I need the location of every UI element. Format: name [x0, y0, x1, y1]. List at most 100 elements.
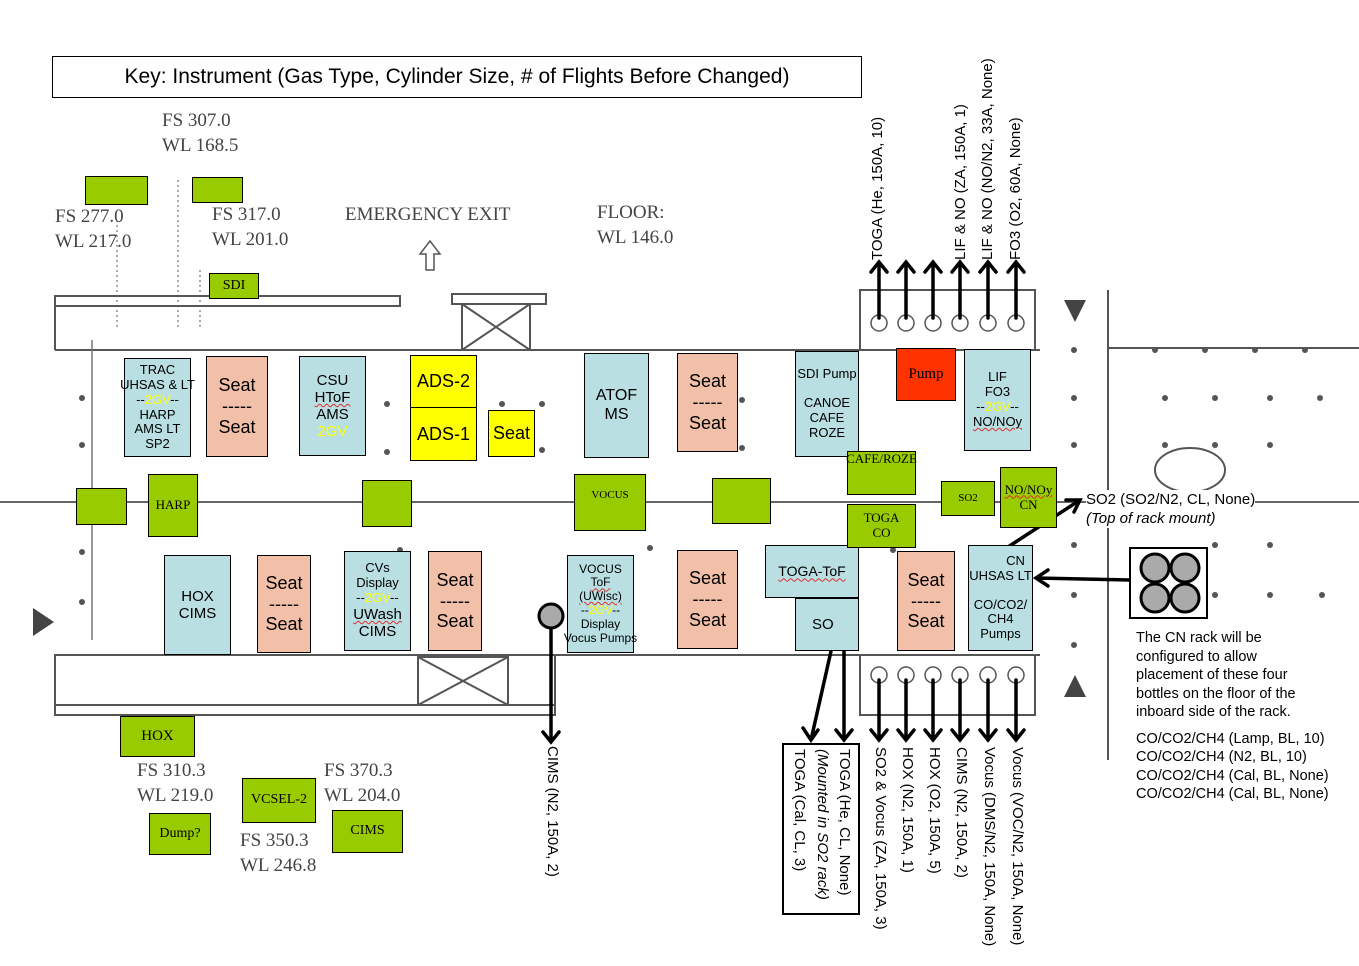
seat-pair-3[interactable]: Seat ----- Seat	[257, 555, 311, 653]
pump-box[interactable]: Pump	[896, 348, 956, 401]
gv-label: 2GV	[317, 423, 348, 441]
rack-line: ToF	[590, 575, 611, 590]
bottom-cylinder-label: Vocus (DMS/N2, 150A, None)	[981, 747, 998, 947]
rack-line: CSU	[316, 371, 349, 389]
location-fs277: FS 277.0 WL 217.0	[55, 204, 131, 254]
cn-bottle-icon	[1169, 552, 1201, 584]
rack-atof[interactable]: ATOF MS	[584, 353, 649, 458]
toga-cal-label: TOGA (Cal, CL, 3)	[791, 749, 808, 872]
seat-separator: -----	[692, 392, 723, 413]
top-cylinder-label: LIF & NO (NO/N2, 33A, None)	[979, 58, 996, 260]
rack-line: CH4	[987, 611, 1014, 627]
rack-line: CAFE	[809, 410, 845, 425]
location-label: CN	[1019, 496, 1038, 512]
wl-label: WL 217.0	[55, 231, 132, 252]
rack-line: HOX	[181, 587, 214, 605]
location-label: HOX	[141, 727, 174, 744]
rack-trac[interactable]: TRAC UHSAS & LT --2GV-- HARP AMS LT SP2	[120, 358, 195, 457]
seat-pair-6[interactable]: Seat ----- Seat	[897, 551, 955, 651]
rack-line: AMS LT	[134, 421, 181, 437]
cylinder-location-toga-co[interactable]: TOGA CO	[847, 504, 916, 548]
seat-pair-4[interactable]: Seat ----- Seat	[428, 551, 482, 651]
rack-csu[interactable]: CSU HToF AMS 2GV	[299, 356, 366, 456]
cylinder-location-so2[interactable]: SO2	[941, 481, 995, 516]
location-label: SDI	[222, 277, 246, 293]
note-line: placement of these four	[1136, 667, 1288, 683]
cylinder-location-empty[interactable]	[76, 488, 127, 525]
direction-triangle-down	[1064, 300, 1086, 322]
rack-hox-cims[interactable]: HOX CIMS	[164, 555, 231, 655]
cn-bottle-icon	[1139, 582, 1171, 614]
location-label: TOGA	[863, 510, 900, 526]
top-cylinder-label: TOGA (He, 150A, 10)	[869, 116, 886, 260]
rack-line: AMS	[316, 406, 349, 423]
cylinder-location-empty[interactable]	[85, 176, 148, 205]
seat-label: Seat	[265, 614, 303, 635]
fs-label: FS 317.0	[212, 204, 281, 225]
rack-line: UHSAS LT	[969, 567, 1032, 583]
cylinder-location-harp[interactable]: HARP	[148, 474, 198, 537]
seat-pair-1[interactable]: Seat ----- Seat	[206, 356, 268, 457]
rack-sdi-pump[interactable]: SDI Pump CANOE CAFE ROZE	[795, 351, 859, 457]
seat-pair-5[interactable]: Seat ----- Seat	[677, 550, 738, 649]
cylinder-location-vcsel[interactable]: VCSEL-2	[242, 778, 316, 823]
seat-label: Seat	[218, 375, 256, 396]
bottom-cylinder-label: HOX (N2, 150A, 1)	[899, 747, 916, 873]
location-fs310: FS 310.3 WL 219.0	[137, 758, 213, 808]
pump-label: Pump	[908, 365, 944, 382]
seat-separator: -----	[692, 589, 723, 610]
wl-label: WL 246.8	[240, 855, 317, 876]
rack-line: UHSAS & LT	[120, 376, 195, 392]
location-label: CO	[872, 525, 891, 540]
rack-ads-2[interactable]: ADS-2	[410, 355, 477, 408]
rack-line: Display	[356, 575, 399, 591]
cylinder-location-empty[interactable]	[362, 480, 412, 527]
cylinder-location-hox[interactable]: HOX	[120, 716, 195, 757]
direction-triangle-right	[33, 608, 54, 636]
cylinder-location-dump[interactable]: Dump?	[149, 813, 211, 855]
location-fs317: FS 317.0 WL 201.0	[212, 202, 288, 252]
cylinder-location-sdi[interactable]: SDI	[209, 273, 259, 299]
top-cylinder-label: LIF & NO (ZA, 150A, 1)	[952, 104, 969, 260]
seat-separator: -----	[911, 590, 941, 611]
bottom-cylinder-label: SO2 & Vocus (ZA, 150A, 3)	[872, 747, 889, 930]
rack-toga-tof[interactable]: TOGA-ToF	[765, 545, 859, 598]
cylinder-location-empty[interactable]	[192, 177, 243, 203]
cn-bottle-label: CO/CO2/CH4 (Cal, BL, None)	[1136, 786, 1329, 802]
location-label: SO2	[958, 492, 978, 505]
exit-arrow-icon	[418, 239, 442, 271]
seat-separator: -----	[440, 590, 470, 611]
cylinder-location-vocus[interactable]: VOCUS	[574, 474, 646, 531]
rack-ads-1[interactable]: ADS-1	[410, 407, 477, 461]
wl-label: WL 168.5	[162, 135, 239, 156]
seat-yellow[interactable]: Seat	[488, 410, 535, 457]
location-fs350: FS 350.3 WL 246.8	[240, 828, 316, 878]
rack-cn[interactable]: CN UHSAS LT CO/CO2/ CH4 Pumps	[968, 545, 1033, 651]
rack-lif[interactable]: LIF FO3 --2GV-- NO/NOy	[964, 349, 1031, 451]
cylinder-location-cims[interactable]: CIMS	[332, 810, 403, 853]
fs-label: FS 310.3	[137, 760, 206, 781]
rack-cvs[interactable]: CVs Display --2GV-- UWash CIMS	[344, 551, 411, 651]
cylinder-location-nonoy-cn[interactable]: NO/NOy CN	[1000, 467, 1057, 528]
seat-pair-2[interactable]: Seat ----- Seat	[677, 353, 738, 452]
seat-label: Seat	[436, 569, 474, 590]
cylinder-location-cafe-roze[interactable]: CAFE/ROZE	[846, 451, 917, 495]
cn-bottle-label: CO/CO2/CH4 (N2, BL, 10)	[1136, 749, 1307, 765]
rack-line: SDI Pump	[797, 366, 857, 382]
rack-line: Display	[580, 616, 621, 631]
rack-so2[interactable]: SO	[795, 598, 859, 651]
cylinder-location-empty[interactable]	[712, 478, 771, 524]
seat-label: Seat	[688, 609, 727, 630]
fs-label: FS 307.0	[162, 110, 231, 131]
rack-line: CIMS	[178, 605, 217, 622]
rack-line: ROZE	[808, 424, 846, 440]
rack-line: CN	[1006, 552, 1025, 568]
seat-separator: -----	[269, 593, 299, 614]
rack-line: --2GV--	[356, 590, 399, 606]
seat-label: Seat	[907, 569, 945, 590]
toga-mount-note: (Mounted in SO2 rack)	[814, 749, 831, 900]
key-title-box: Key: Instrument (Gas Type, Cylinder Size…	[52, 56, 862, 98]
rack-line: ATOF	[595, 387, 638, 405]
rack-vocus[interactable]: VOCUS ToF (UWisc) --2GV-- Display Vocus …	[564, 555, 637, 653]
so2-note-subtitle: (Top of rack mount)	[1086, 510, 1216, 527]
